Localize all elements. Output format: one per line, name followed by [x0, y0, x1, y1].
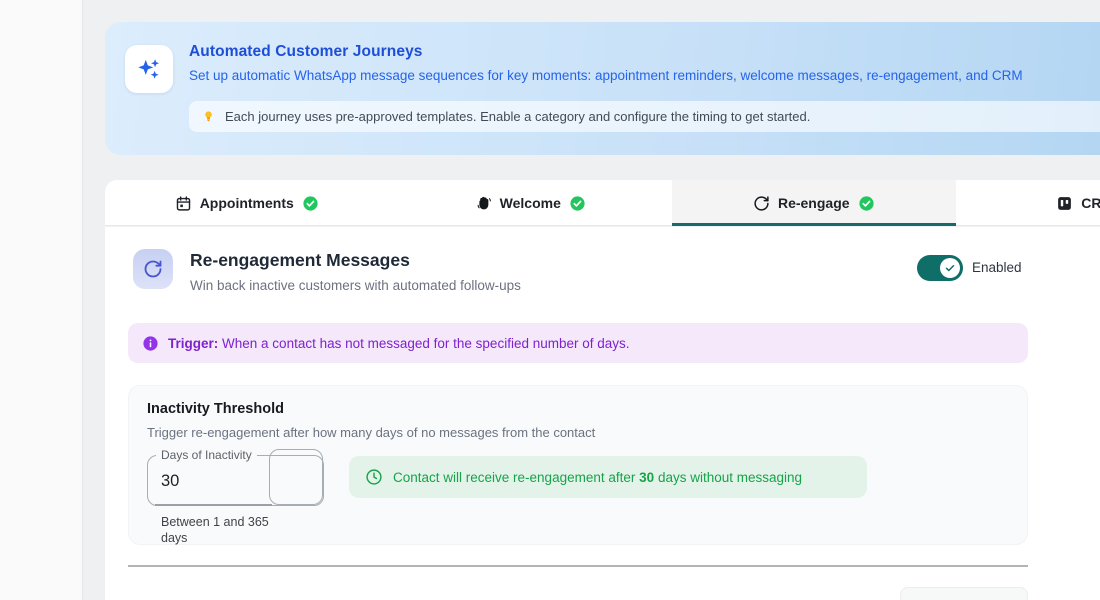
enabled-toggle[interactable]	[917, 255, 963, 281]
field-helper-text: Between 1 and 365 days	[161, 515, 269, 546]
tab-label: Appointments	[199, 195, 294, 211]
bottom-action-button[interactable]	[900, 587, 1028, 600]
calendar-icon	[176, 195, 190, 211]
kanban-icon	[1058, 196, 1072, 210]
check-circle-icon	[858, 195, 874, 211]
threshold-description: Trigger re-engagement after how many day…	[147, 425, 596, 440]
note-text: Contact will receive re-engagement after…	[393, 469, 803, 485]
threshold-title: Inactivity Threshold	[147, 401, 284, 417]
tip-bar: Each journey uses pre-approved templates…	[189, 101, 1100, 132]
trigger-notice: Trigger: When a contact has not messaged…	[128, 323, 1028, 363]
tab-label: Re-engage	[777, 195, 850, 211]
journey-tabs: Appointments Welcome Re-engage	[105, 180, 1100, 226]
toggle-label: Enabled	[972, 260, 1022, 275]
section-divider	[128, 565, 1028, 567]
tab-label: Welcome	[499, 195, 561, 211]
tab-crm[interactable]: CRM	[956, 180, 1100, 226]
journeys-banner: Automated Customer Journeys Set up autom…	[105, 22, 1100, 155]
inactivity-threshold-card: Inactivity Threshold Trigger re-engageme…	[128, 385, 1028, 545]
sparkles-icon	[138, 59, 160, 79]
banner-subtitle: Set up automatic WhatsApp message sequen…	[189, 68, 1023, 83]
re-engagement-note: Contact will receive re-engagement after…	[349, 456, 867, 498]
field-underline	[155, 504, 272, 506]
tab-welcome[interactable]: Welcome	[389, 180, 673, 226]
tab-label: CRM	[1081, 195, 1100, 211]
section-subtitle: Win back inactive customers with automat…	[190, 278, 521, 293]
tip-text: Each journey uses pre-approved templates…	[225, 109, 811, 124]
check-circle-icon	[570, 195, 585, 211]
toggle-knob	[940, 258, 960, 278]
left-sidebar-edge	[0, 0, 83, 600]
days-input[interactable]	[161, 472, 256, 491]
tab-re-engage[interactable]: Re-engage	[672, 180, 956, 226]
section-icon-tile	[133, 249, 173, 289]
banner-title: Automated Customer Journeys	[189, 43, 423, 60]
info-icon	[143, 335, 158, 351]
field-label: Days of Inactivity	[161, 448, 252, 462]
check-circle-icon	[303, 195, 318, 211]
tab-appointments[interactable]: Appointments	[105, 180, 389, 226]
section-title: Re-engagement Messages	[190, 250, 410, 270]
field-spinner-area[interactable]	[269, 449, 323, 505]
trigger-label: Trigger:	[168, 335, 219, 351]
clock-icon	[366, 469, 382, 485]
trigger-text: Trigger: When a contact has not messaged…	[168, 335, 630, 351]
banner-icon-tile	[125, 45, 173, 93]
days-of-inactivity-field: Days of Inactivity	[147, 448, 324, 506]
lightbulb-icon	[205, 111, 212, 122]
wave-icon	[477, 196, 491, 209]
re-engage-panel: Re-engagement Messages Win back inactive…	[105, 227, 1100, 600]
refresh-icon	[754, 195, 769, 211]
check-icon	[945, 265, 955, 272]
active-tab-underline	[672, 223, 956, 226]
refresh-icon	[144, 260, 162, 278]
